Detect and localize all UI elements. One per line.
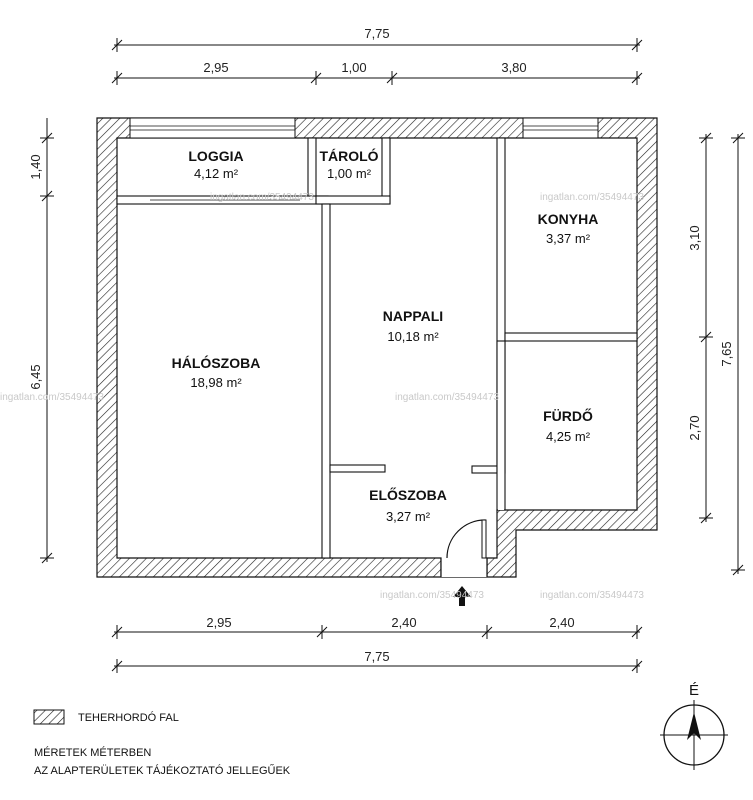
dim-bottom-1: 2,95	[206, 615, 231, 630]
room-area-eloszoba: 3,27 m²	[386, 509, 431, 524]
north-arrow-icon	[660, 700, 728, 770]
dim-left-1: 1,40	[28, 154, 43, 179]
room-name-furdo: FÜRDŐ	[543, 407, 593, 424]
room-area-nappali: 10,18 m²	[387, 329, 439, 344]
room-name-konyha: KONYHA	[538, 211, 599, 227]
watermark: ingatlan.com/35494473	[210, 192, 314, 203]
dim-bottom-2: 2,40	[391, 615, 416, 630]
dim-right-total: 7,65	[719, 341, 734, 366]
watermark: ingatlan.com/35494473	[540, 192, 644, 203]
room-name-eloszoba: ELŐSZOBA	[369, 486, 447, 503]
load-bearing-wall	[96, 117, 658, 578]
room-area-haloszoba: 18,98 m²	[190, 375, 242, 390]
dim-bottom-total: 7,75	[364, 649, 389, 664]
window-kitchen	[522, 117, 599, 139]
room-area-tarolo: 1,00 m²	[327, 166, 372, 181]
dimension-lines	[40, 38, 745, 673]
dim-top-3: 3,80	[501, 60, 526, 75]
watermark: ingatlan.com/35494473	[0, 392, 104, 403]
room-name-tarolo: TÁROLÓ	[319, 147, 378, 164]
room-name-haloszoba: HÁLÓSZOBA	[172, 354, 261, 371]
dim-bottom-3: 2,40	[549, 615, 574, 630]
legend-wall-swatch	[33, 709, 65, 725]
north-label: É	[689, 682, 699, 699]
watermark: ingatlan.com/35494473	[395, 392, 499, 403]
dim-top-total: 7,75	[364, 26, 389, 41]
dim-left-2: 6,45	[28, 364, 43, 389]
dim-right-1: 3,10	[687, 225, 702, 250]
dim-top-1: 2,95	[203, 60, 228, 75]
interior-walls	[116, 137, 638, 559]
entrance-arrow-icon	[453, 586, 471, 606]
room-area-furdo: 4,25 m²	[546, 429, 591, 444]
legend-wall-label: TEHERHORDÓ FAL	[78, 711, 179, 724]
room-name-loggia: LOGGIA	[188, 148, 243, 164]
room-name-nappali: NAPPALI	[383, 308, 443, 324]
legend-note-2: AZ ALAPTERÜLETEK TÁJÉKOZTATÓ JELLEGŰEK	[34, 763, 291, 777]
room-area-loggia: 4,12 m²	[194, 166, 239, 181]
room-area-konyha: 3,37 m²	[546, 231, 591, 246]
entrance-door	[446, 519, 486, 559]
dim-right-2: 2,70	[687, 415, 702, 440]
dim-top-2: 1,00	[341, 60, 366, 75]
legend-note-1: MÉRETEK MÉTERBEN	[34, 746, 151, 759]
watermark: ingatlan.com/35494473	[540, 590, 644, 601]
watermark: ingatlan.com/35494473	[380, 590, 484, 601]
window-loggia	[129, 117, 296, 139]
